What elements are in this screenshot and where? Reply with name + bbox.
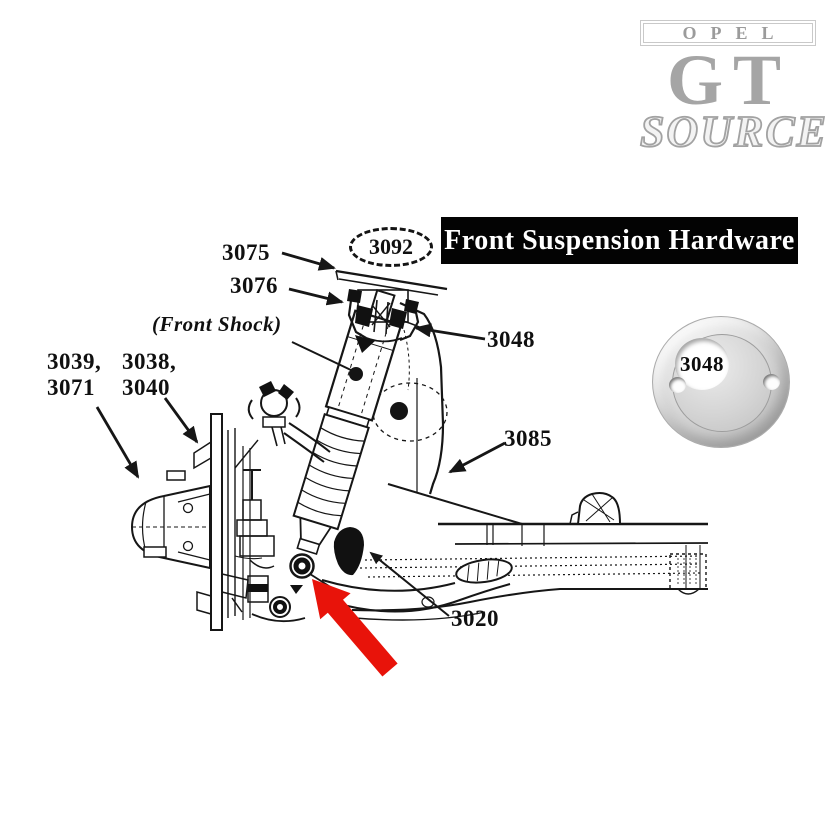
label-3040: 3040 xyxy=(122,375,170,401)
opel-logo-box: OPEL xyxy=(640,20,816,46)
front-shock-dot xyxy=(349,367,363,381)
opel-logo-text: OPEL xyxy=(682,22,788,43)
washer-center-hole: 3048 xyxy=(675,338,729,390)
arrow-3076 xyxy=(288,287,344,306)
source-logo-text: SOURCE xyxy=(639,107,829,156)
arrow-3085 xyxy=(448,441,506,474)
label-3039-3071: 3039, 3071 xyxy=(47,349,101,402)
arrow-3039-3071 xyxy=(95,406,140,479)
label-3076: 3076 xyxy=(230,273,278,298)
crossmember xyxy=(351,492,709,621)
gt-logo-text: GT xyxy=(666,40,792,120)
washer-side-hole-right xyxy=(763,374,780,390)
arrow-3048 xyxy=(414,323,486,341)
shock-absorber xyxy=(292,288,403,555)
bump-stop xyxy=(333,527,364,576)
label-arrows xyxy=(95,251,506,617)
lower-control-arm xyxy=(290,527,513,613)
label-3048: 3048 xyxy=(487,327,535,352)
arrow-3075 xyxy=(281,251,336,271)
label-3085: 3085 xyxy=(504,426,552,451)
washer-side-hole-left xyxy=(669,377,686,393)
label-front-shock: (Front Shock) xyxy=(152,312,282,336)
opel-logo-inner-frame: OPEL xyxy=(643,23,813,43)
steering-knuckle xyxy=(234,381,331,623)
label-3092-ellipse: 3092 xyxy=(349,227,433,267)
label-3038: 3038, xyxy=(122,349,177,374)
arrow-3020 xyxy=(369,551,450,617)
highlight-arrow xyxy=(312,579,398,677)
strut-tower xyxy=(372,302,523,525)
upper-mount xyxy=(335,269,448,391)
hub-assembly xyxy=(130,413,251,631)
washer-photo: 3048 xyxy=(652,316,790,448)
arrow-3038-3040 xyxy=(163,397,199,444)
title-banner: Front Suspension Hardware xyxy=(441,217,798,264)
label-3020: 3020 xyxy=(451,606,499,631)
label-3092: 3092 xyxy=(369,234,413,259)
label-3038-3040: 3038, 3040 xyxy=(122,349,176,402)
page-title: Front Suspension Hardware xyxy=(444,224,795,256)
label-3075: 3075 xyxy=(222,240,270,265)
label-3039: 3039, xyxy=(47,349,102,374)
front-shock-leader xyxy=(291,341,354,372)
shock-lower-eye xyxy=(289,553,315,579)
washer-part-number: 3048 xyxy=(680,351,724,376)
label-3071: 3071 xyxy=(47,375,95,401)
